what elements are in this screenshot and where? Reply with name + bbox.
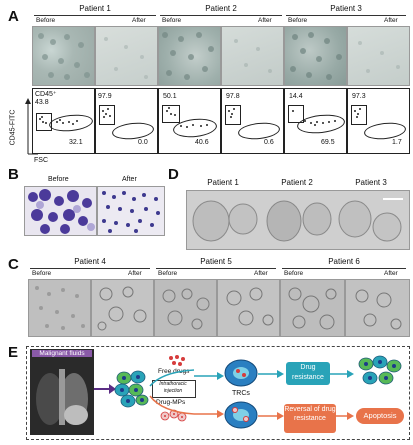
- after-label: After: [132, 17, 146, 24]
- gate-percent: 50.1: [163, 93, 177, 100]
- micrograph-patient4-before: [28, 279, 91, 337]
- axis-arrows: [25, 98, 38, 155]
- ellipse-percent: 32.1: [69, 139, 83, 146]
- after-label: After: [254, 270, 268, 277]
- before-label: Before: [162, 17, 182, 24]
- stained-cells-after: [97, 186, 165, 236]
- patient-header: Patient 6: [328, 257, 360, 266]
- gate-percent: 97.3: [352, 93, 366, 100]
- schematic-frame: [26, 346, 410, 440]
- after-label: After: [258, 17, 272, 24]
- cd45-gate: [99, 105, 115, 125]
- free-drug-molecules: [169, 355, 185, 366]
- patient-header: Patient 1: [79, 4, 111, 13]
- flow-plot: 97.9 0.0: [95, 88, 158, 154]
- panel-label-c: C: [8, 256, 19, 273]
- cd45-gate: [162, 105, 180, 123]
- x-axis-label: FSC: [34, 157, 48, 164]
- chest-xray-image: [30, 349, 94, 435]
- after-label: After: [128, 270, 142, 277]
- micrograph-patient5-before: [154, 279, 217, 337]
- before-label: Before: [288, 17, 308, 24]
- cd45-gate: [36, 113, 52, 131]
- header-line: [286, 15, 406, 16]
- malignant-fluids-label: Malignant fluids: [32, 350, 92, 357]
- ellipse-percent: 1.7: [392, 139, 402, 146]
- ellipse-percent: 69.5: [321, 139, 335, 146]
- panel-label-e: E: [8, 344, 19, 361]
- gate-percent: 14.4: [289, 93, 303, 100]
- flow-arrow: [94, 384, 116, 394]
- resistant-cell-cluster: [358, 355, 402, 385]
- tumor-cell-cluster: [114, 370, 149, 408]
- flow-plot: 97.3 1.7: [347, 88, 410, 154]
- patient-header: Patient 2: [205, 4, 237, 13]
- trcs-label: TRCs: [232, 390, 250, 397]
- trc-cell-top: [224, 359, 258, 387]
- header-line: [34, 15, 156, 16]
- after-label: After: [384, 270, 398, 277]
- flow-plot: 14.4 69.5: [284, 88, 347, 154]
- patient-header: Patient 2: [281, 178, 313, 187]
- micrograph-patient6-after: [345, 279, 410, 337]
- stained-cells-before: [24, 186, 97, 236]
- ellipse-percent: 0.6: [264, 139, 274, 146]
- free-drugs-label: Free drugs: [158, 368, 190, 375]
- patient-header: Patient 4: [74, 257, 106, 266]
- patient-header: Patient 1: [207, 178, 239, 187]
- micrograph-patient4-after: [91, 279, 154, 337]
- result-arrows: [330, 370, 354, 420]
- before-label: Before: [158, 270, 178, 277]
- micrograph-patient3-after: [347, 26, 410, 86]
- header-line: [30, 268, 150, 269]
- gate-percent: 97.8: [226, 93, 240, 100]
- micrograph-patient3-before: [284, 26, 347, 86]
- micrograph-patient2-before: [158, 26, 221, 86]
- micrograph-patient5-after: [217, 279, 280, 337]
- patient-header: Patient 3: [355, 178, 387, 187]
- panel-label-d: D: [168, 166, 179, 183]
- cd45-gate: [288, 105, 304, 123]
- micrograph-patient6-before: [280, 279, 345, 337]
- gate-percent: 97.9: [98, 93, 112, 100]
- drug-mps-label: Drug-MPs: [156, 399, 186, 406]
- cd45-gate: [225, 105, 241, 125]
- before-label: Before: [48, 176, 69, 183]
- header-line: [156, 268, 276, 269]
- y-axis-label: CD45-FITC: [9, 109, 17, 146]
- micrograph-patient1-before: [32, 26, 95, 86]
- drug-resistance-box: Drug resistance: [286, 362, 330, 385]
- ellipse-percent: 0.0: [138, 139, 148, 146]
- injection-label: Intrathoracic injection: [159, 381, 187, 394]
- reversal-box: Reversal of drug resistance: [284, 404, 336, 433]
- patient-header: Patient 3: [330, 4, 362, 13]
- flow-plot: 50.1 40.6: [158, 88, 221, 154]
- header-line: [282, 268, 406, 269]
- after-label: After: [122, 176, 137, 183]
- patient-header: Patient 5: [200, 257, 232, 266]
- cd45-gate: [351, 105, 367, 125]
- before-label: Before: [284, 270, 304, 277]
- spheroid-images: [186, 190, 410, 250]
- gate-label-cd45: CD45⁺: [35, 91, 57, 98]
- ellipse-percent: 40.6: [195, 139, 209, 146]
- before-label: Before: [32, 270, 52, 277]
- panel-label-a: A: [8, 8, 19, 25]
- micrograph-patient1-after: [95, 26, 158, 86]
- before-label: Before: [36, 17, 56, 24]
- injection-box: [152, 380, 196, 398]
- outcome-arrows: [258, 370, 284, 420]
- flow-plot: 97.8 0.6: [221, 88, 284, 154]
- after-label: After: [384, 17, 398, 24]
- branch-arrows: [149, 369, 224, 418]
- gate-percent: 43.8: [35, 99, 49, 106]
- trc-cell-bottom: [224, 401, 258, 429]
- panel-label-b: B: [8, 166, 19, 183]
- flow-plot: CD45⁺ 43.8 32.1: [32, 88, 95, 154]
- apoptosis-box: Apoptosis: [356, 408, 404, 424]
- micrograph-patient2-after: [221, 26, 284, 86]
- header-line: [160, 15, 282, 16]
